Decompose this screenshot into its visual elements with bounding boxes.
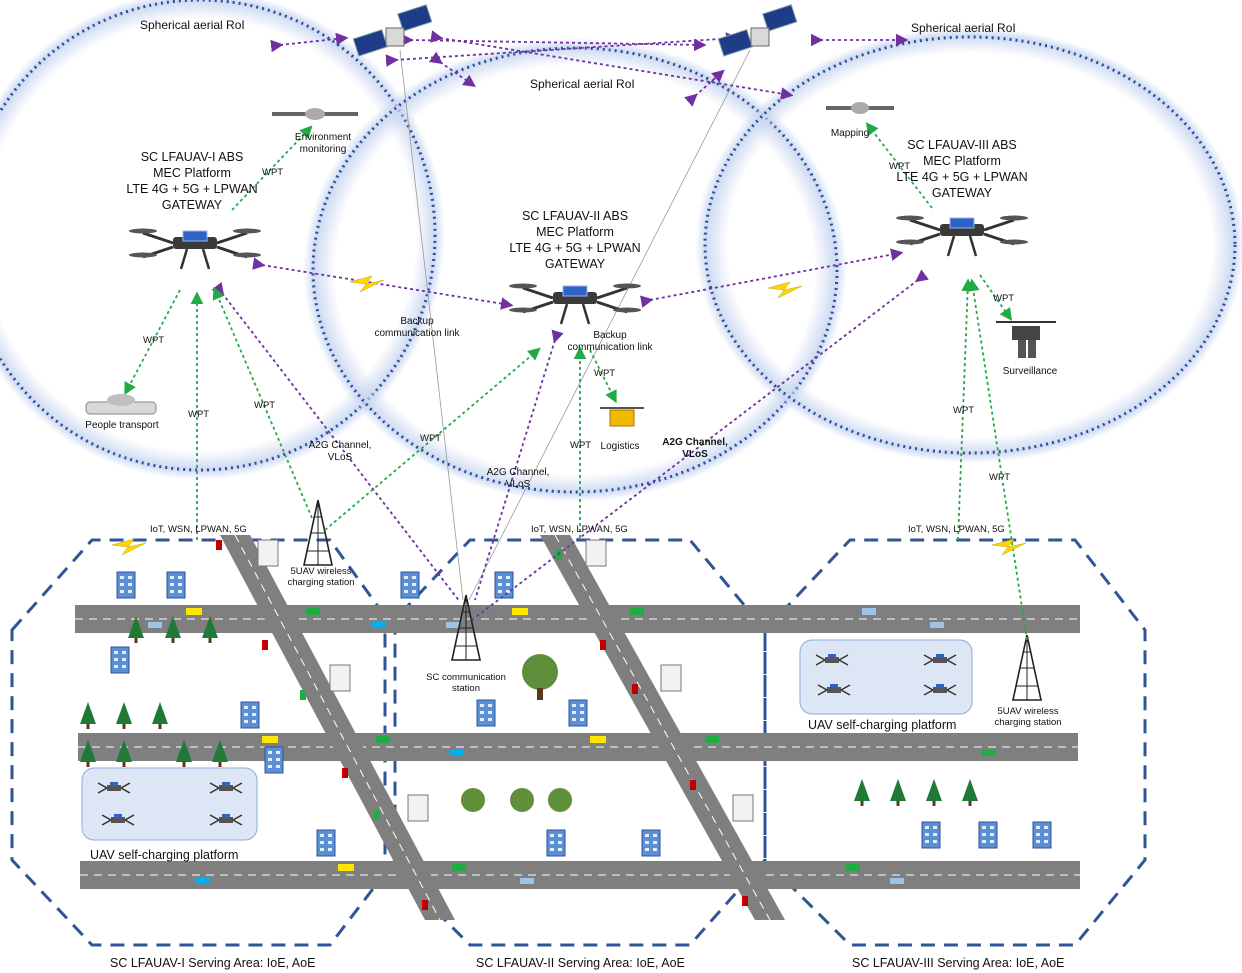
charging-right-line-2: charging station bbox=[994, 717, 1062, 728]
abs-2-label: SC LFAUAV-II ABS MEC Platform LTE 4G + 5… bbox=[509, 208, 640, 272]
charging-station-label-right: 5UAV wireless charging station bbox=[994, 706, 1061, 728]
wpt-label-4: WPT bbox=[254, 400, 276, 411]
satellite-left-icon bbox=[352, 4, 433, 57]
satellite-right-icon bbox=[717, 4, 798, 57]
serving-area-1-label: SC LFAUAV-I Serving Area: IoE, AoE bbox=[110, 956, 316, 970]
wpt-label-2: WPT bbox=[143, 335, 165, 346]
env-line-1: Environment bbox=[294, 132, 352, 143]
logistics-drone-icon bbox=[600, 407, 644, 427]
charging-left-line-2: charging station bbox=[287, 577, 355, 588]
fixed-wing-uav-mapping-icon bbox=[826, 102, 894, 114]
backup-left-line-1: Backup bbox=[400, 316, 434, 327]
abs-3-line-3: LTE 4G + 5G + LPWAN bbox=[896, 170, 1028, 184]
city-buildings bbox=[110, 539, 1052, 857]
wireless-signal-icons bbox=[111, 275, 1027, 556]
charging-left-line-1: 5UAV wireless bbox=[290, 566, 352, 577]
a2g-1-line-2: VLoS bbox=[327, 452, 353, 463]
abs-1-line-2: MEC Platform bbox=[153, 166, 231, 180]
wpt-label-9: WPT bbox=[993, 293, 1015, 304]
iot-label-2: IoT, WSN, LPWAN, 5G bbox=[531, 524, 628, 535]
iot-label-3: IoT, WSN, LPWAN, 5G bbox=[908, 524, 1005, 535]
wpt-label-11: WPT bbox=[989, 472, 1011, 483]
roi-ring-3 bbox=[703, 35, 1237, 455]
wpt-label-5: WPT bbox=[420, 433, 442, 444]
a2g-label-2: A2G Channel, VLoS bbox=[487, 467, 550, 491]
wpt-label-8: WPT bbox=[889, 161, 911, 172]
people-transport-uav-icon bbox=[85, 394, 157, 415]
abs-3-line-2: MEC Platform bbox=[923, 154, 1001, 168]
serving-area-3-label: SC LFAUAV-III Serving Area: IoE, AoE bbox=[852, 956, 1065, 970]
roi-label-middle: Spherical aerial RoI bbox=[530, 77, 635, 91]
backup-right-line-1: Backup bbox=[593, 330, 627, 341]
env-line-2: monitoring bbox=[299, 144, 347, 155]
a2g-3-line-1: A2G Channel, bbox=[662, 437, 728, 448]
backup-right-line-2: communication link bbox=[567, 342, 653, 353]
backup-link-lines bbox=[399, 49, 751, 601]
uav-self-charging-platform-right bbox=[799, 639, 973, 715]
city-trees bbox=[80, 616, 978, 812]
roi-label-right: Spherical aerial RoI bbox=[911, 21, 1016, 35]
surveillance-drone-icon bbox=[996, 321, 1056, 358]
abs-1-line-3: LTE 4G + 5G + LPWAN bbox=[126, 182, 258, 196]
wpt-label-7: WPT bbox=[570, 440, 592, 451]
logistics-label: Logistics bbox=[600, 441, 640, 452]
iot-label-1: IoT, WSN, LPWAN, 5G bbox=[150, 524, 247, 535]
a2g-3-line-2: VLoS bbox=[682, 449, 708, 460]
sc-communication-station-label: SC communication station bbox=[426, 672, 506, 694]
backup-link-label-left: Backup communication link bbox=[374, 316, 459, 340]
comm-station-line-1: SC communication bbox=[426, 672, 506, 683]
road-network bbox=[75, 534, 1080, 921]
abs-1-line-4: GATEWAY bbox=[161, 198, 223, 212]
surveillance-label: Surveillance bbox=[1002, 366, 1058, 377]
a2g-label-3: A2G Channel, VLoS bbox=[662, 437, 728, 461]
abs-2-line-3: LTE 4G + 5G + LPWAN bbox=[509, 241, 641, 255]
env-monitoring-label: Environment monitoring bbox=[295, 132, 351, 156]
backup-left-line-2: communication link bbox=[374, 328, 460, 339]
abs-3-label: SC LFAUAV-III ABS MEC Platform LTE 4G + … bbox=[896, 137, 1027, 201]
roi-label-left: Spherical aerial RoI bbox=[140, 18, 245, 32]
abs-2-line-1: SC LFAUAV-II ABS bbox=[521, 209, 629, 223]
wpt-label-10: WPT bbox=[953, 405, 975, 416]
uav-self-charging-platform-left bbox=[81, 767, 258, 841]
fixed-wing-uav-env-icon bbox=[272, 108, 358, 120]
abs-3-line-4: GATEWAY bbox=[931, 186, 993, 200]
abs-2-line-2: MEC Platform bbox=[536, 225, 614, 239]
wpt-label-1: WPT bbox=[262, 167, 284, 178]
a2g-2-line-1: A2G Channel, bbox=[486, 467, 550, 478]
abs-1-line-1: SC LFAUAV-I ABS bbox=[140, 150, 244, 164]
road-vehicles bbox=[148, 540, 996, 910]
wpt-label-6: WPT bbox=[594, 368, 616, 379]
uav-self-charging-platform-label-left: UAV self-charging platform bbox=[90, 848, 239, 862]
abs-3-line-1: SC LFAUAV-III ABS bbox=[907, 138, 1017, 152]
communication-links bbox=[211, 30, 929, 621]
mapping-label: Mapping bbox=[830, 128, 870, 139]
a2g-1-line-1: A2G Channel, bbox=[308, 440, 372, 451]
comm-station-line-2: station bbox=[451, 683, 480, 694]
people-transport-label: People transport bbox=[85, 420, 159, 431]
wpt-links bbox=[124, 122, 1028, 641]
abs-2-line-4: GATEWAY bbox=[544, 257, 606, 271]
a2g-2-line-2: VLoS bbox=[505, 479, 531, 490]
serving-area-2-label: SC LFAUAV-II Serving Area: IoE, AoE bbox=[476, 956, 685, 970]
wpt-label-3: WPT bbox=[188, 409, 210, 420]
backup-link-label-right: Backup communication link bbox=[567, 330, 652, 354]
charging-station-tower-right bbox=[1012, 634, 1042, 701]
abs-1-label: SC LFAUAV-I ABS MEC Platform LTE 4G + 5G… bbox=[126, 149, 257, 213]
charging-station-tower-left bbox=[303, 499, 333, 566]
uav-self-charging-platform-label-right: UAV self-charging platform bbox=[808, 718, 957, 732]
a2g-label-1: A2G Channel, VLoS bbox=[309, 440, 372, 464]
charging-station-label-left: 5UAV wireless charging station bbox=[287, 566, 354, 588]
charging-right-line-1: 5UAV wireless bbox=[997, 706, 1059, 717]
